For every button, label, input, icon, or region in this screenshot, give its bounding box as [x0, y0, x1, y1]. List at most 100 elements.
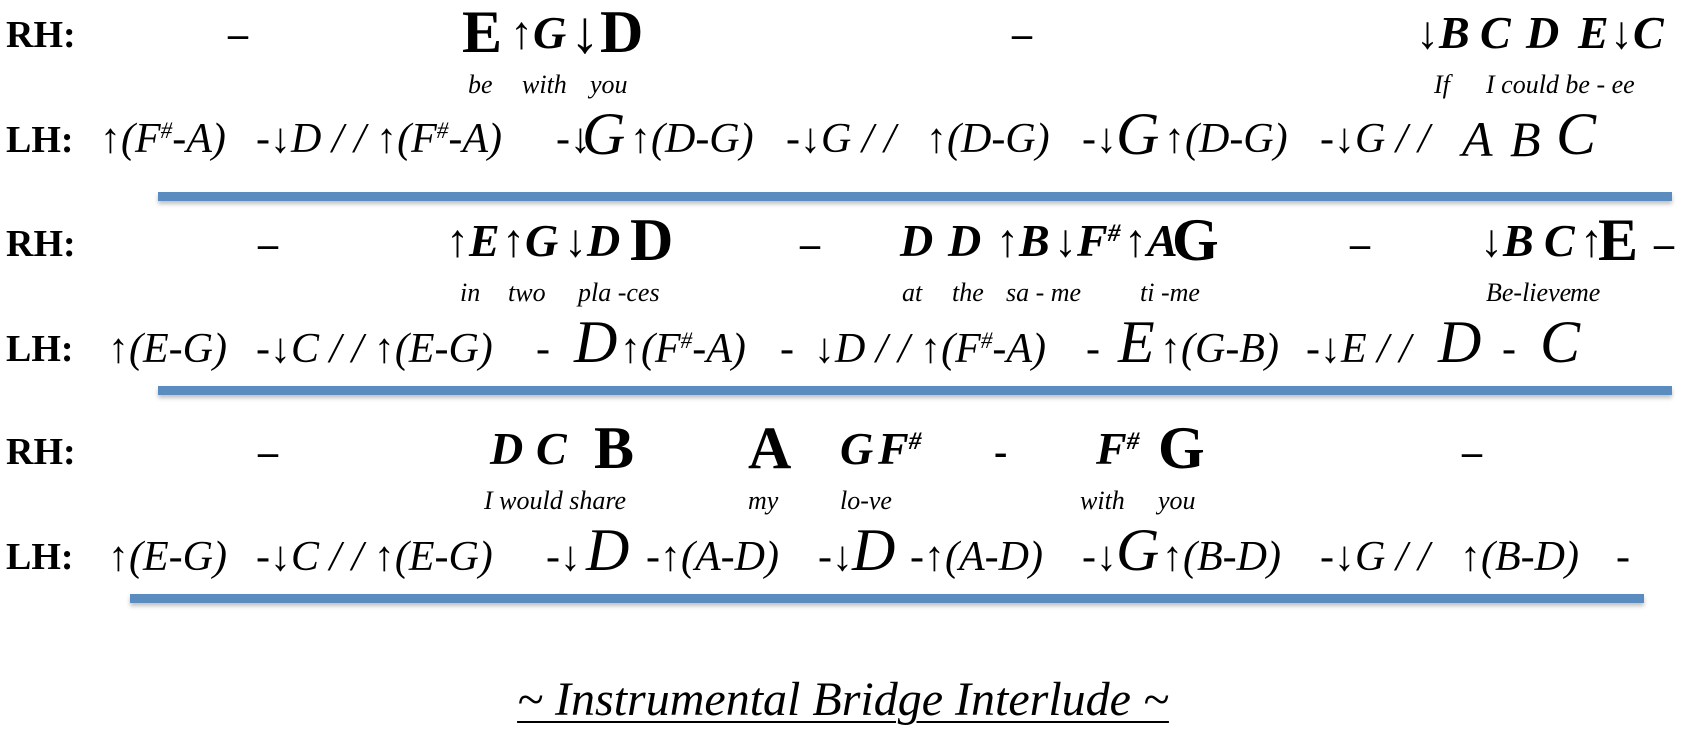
lh-chord: -↓G / / [1320, 116, 1430, 162]
lh-chord: - [1616, 534, 1630, 580]
rh-note: F [878, 423, 909, 474]
rh-note: A [748, 415, 792, 481]
lyric: my [748, 486, 779, 515]
lh-chord: ↑(D-G) [630, 116, 754, 162]
sharp-sign: # [908, 426, 922, 455]
lh-chord: -↓ [1082, 116, 1117, 162]
lh-chord: ↑(B-D) [1162, 534, 1281, 580]
rh-note: G [840, 423, 874, 474]
rh-note: - [994, 429, 1008, 474]
lh-chord: -↓ [1082, 534, 1117, 580]
system-divider-2 [158, 386, 1672, 395]
lh-chord: - [536, 326, 550, 372]
system-divider-1 [158, 192, 1672, 201]
rh-note: – [258, 429, 278, 474]
lh-chord: ↓D / / ↑(F [814, 326, 981, 372]
lh-chord: -↓ [818, 534, 853, 580]
lh-label-3: LH: [6, 536, 74, 578]
lh-chord: -↓G / / [786, 116, 896, 162]
lyric: be [468, 70, 493, 99]
lyric: with [522, 70, 567, 99]
rh-note: – [1654, 221, 1674, 266]
lh-label-2: LH: [6, 328, 74, 370]
rh-note: ↓D [570, 0, 644, 65]
lyric: with [1080, 486, 1125, 515]
rh-note: – [1350, 221, 1370, 266]
lh-chord: - [1502, 326, 1516, 372]
lyric: you [1158, 486, 1196, 515]
rh-note: E [1598, 207, 1639, 273]
lh-chord: ↑(B-D) [1460, 534, 1579, 580]
lh-chord: -↓C / / ↑(E-G) [256, 534, 493, 580]
lh-chord: -↓G / / [1320, 534, 1430, 580]
lh-label-1: LH: [6, 119, 74, 161]
lh-root: E [1118, 309, 1155, 375]
lyric: Be-lieve [1486, 278, 1572, 307]
rh-note: ↓C [1610, 7, 1664, 58]
sharp-sign: # [160, 117, 173, 144]
lh-chord: ↑(D-G) [1164, 116, 1288, 162]
rh-label-3: RH: [6, 431, 76, 473]
rh-note: D [900, 215, 934, 266]
section-title: ~ Instrumental Bridge Interlude ~ [0, 672, 1686, 727]
rh-label-1: RH: [6, 14, 76, 56]
lyric: at [902, 278, 923, 307]
rh-note: E [1578, 7, 1609, 58]
rh-note: B [594, 415, 635, 481]
lh-chord: - [1086, 326, 1100, 372]
rh-note: ↑G [510, 7, 567, 58]
lh-chord: ↑(F [100, 116, 161, 162]
lh-chord: ↑(D-G) [926, 116, 1050, 162]
rh-note: ↑A [1124, 215, 1178, 266]
lh-chord: ↑(G-B) [1160, 326, 1279, 372]
lh-root: G [1116, 517, 1160, 583]
rh-note: C [1480, 7, 1511, 58]
lh-root: D [1438, 309, 1482, 375]
system-divider-3 [130, 594, 1644, 603]
rh-note: ↑ [1580, 215, 1603, 266]
lyric: two [508, 278, 546, 307]
lh-chord: -A) [448, 116, 502, 162]
rh-note: D [1526, 7, 1560, 58]
rh-note: D [948, 215, 982, 266]
lh-root: D [574, 309, 618, 375]
lh-chord: -A) [172, 116, 226, 162]
lyric: the [952, 278, 984, 307]
lh-chord: - [780, 326, 794, 372]
rh-note: ↑B [996, 215, 1050, 266]
lyric: lo-ve [840, 486, 892, 515]
sharp-sign: # [1107, 218, 1121, 247]
lyric: ti -me [1140, 278, 1200, 307]
rh-note: F [1096, 423, 1127, 474]
lyric: I could be - ee [1486, 70, 1635, 99]
rh-note: E [462, 0, 503, 65]
lh-chord: -↓E / / [1306, 326, 1411, 372]
lh-chord: -A) [992, 326, 1046, 372]
lh-root: C [1540, 309, 1581, 375]
lyric: pla -ces [578, 278, 660, 307]
lh-chord: -↓C / / ↑(E-G) [256, 326, 493, 372]
rh-note: ↑G [502, 215, 559, 266]
rh-note: G [1172, 207, 1219, 273]
rh-note: C [536, 423, 567, 474]
lh-chord: ↑(F [620, 326, 681, 372]
section-title-text: ~ Instrumental Bridge Interlude ~ [517, 673, 1169, 726]
rh-note: ↓D [564, 215, 621, 266]
lyric: you [590, 70, 628, 99]
rh-note: – [228, 11, 248, 56]
lyric: I would share [484, 486, 627, 515]
lh-chord: -↓ [546, 534, 581, 580]
lh-chord: ↑(E-G) [108, 534, 227, 580]
lh-chord: B [1510, 111, 1541, 167]
rh-note: ↓B [1480, 215, 1534, 266]
rh-note: D [490, 423, 524, 474]
rh-note: D [630, 207, 674, 273]
sharp-sign: # [436, 117, 449, 144]
rh-note: ↓B [1416, 7, 1470, 58]
lyric: If [1434, 70, 1450, 99]
rh-label-2: RH: [6, 223, 76, 265]
rh-note: – [1012, 11, 1032, 56]
lyric: in [460, 278, 481, 307]
lh-chord: A [1462, 111, 1493, 167]
lh-chord: -↑(A-D) [910, 534, 1043, 580]
